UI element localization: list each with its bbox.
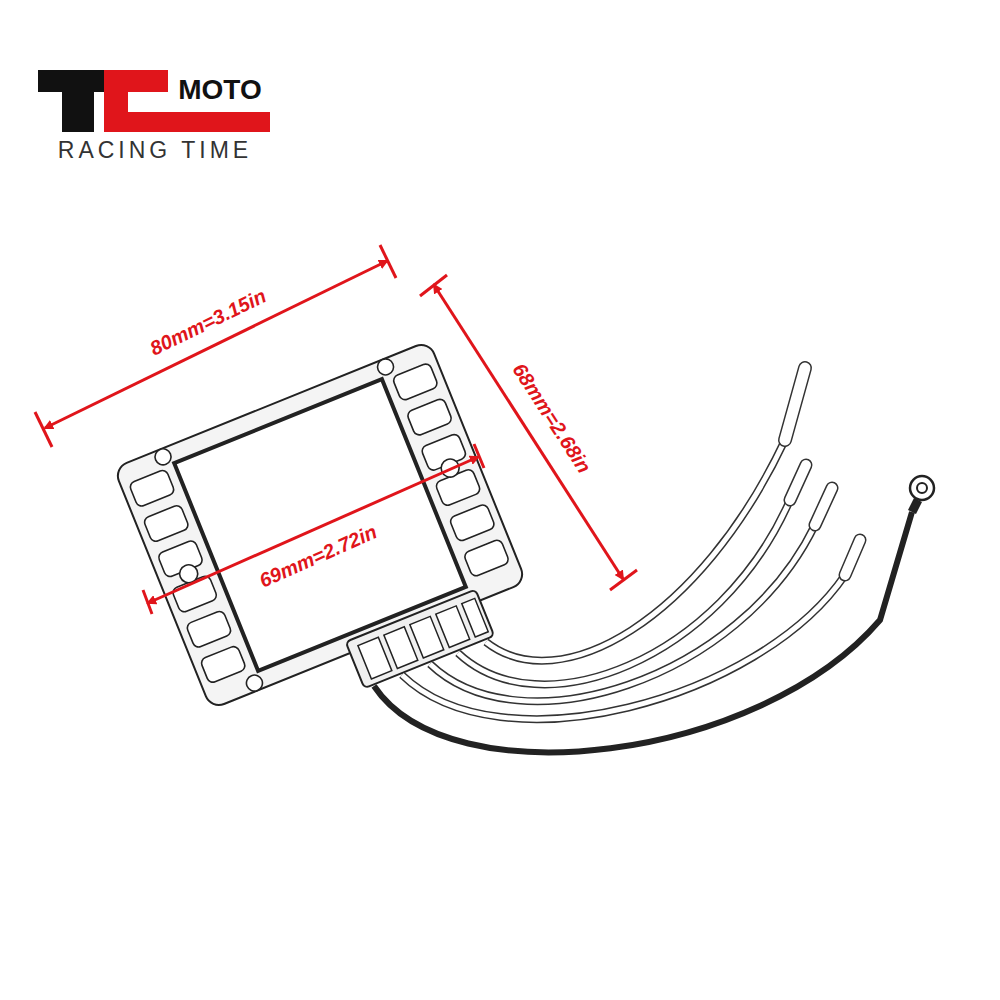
dimension-lines bbox=[35, 245, 637, 614]
regulator-body bbox=[114, 341, 541, 745]
terminals bbox=[785, 368, 934, 575]
brand-name: MOTO bbox=[178, 75, 261, 106]
brand-slogan: RACING TIME bbox=[58, 138, 252, 163]
logo bbox=[38, 70, 270, 132]
wires bbox=[374, 440, 912, 752]
